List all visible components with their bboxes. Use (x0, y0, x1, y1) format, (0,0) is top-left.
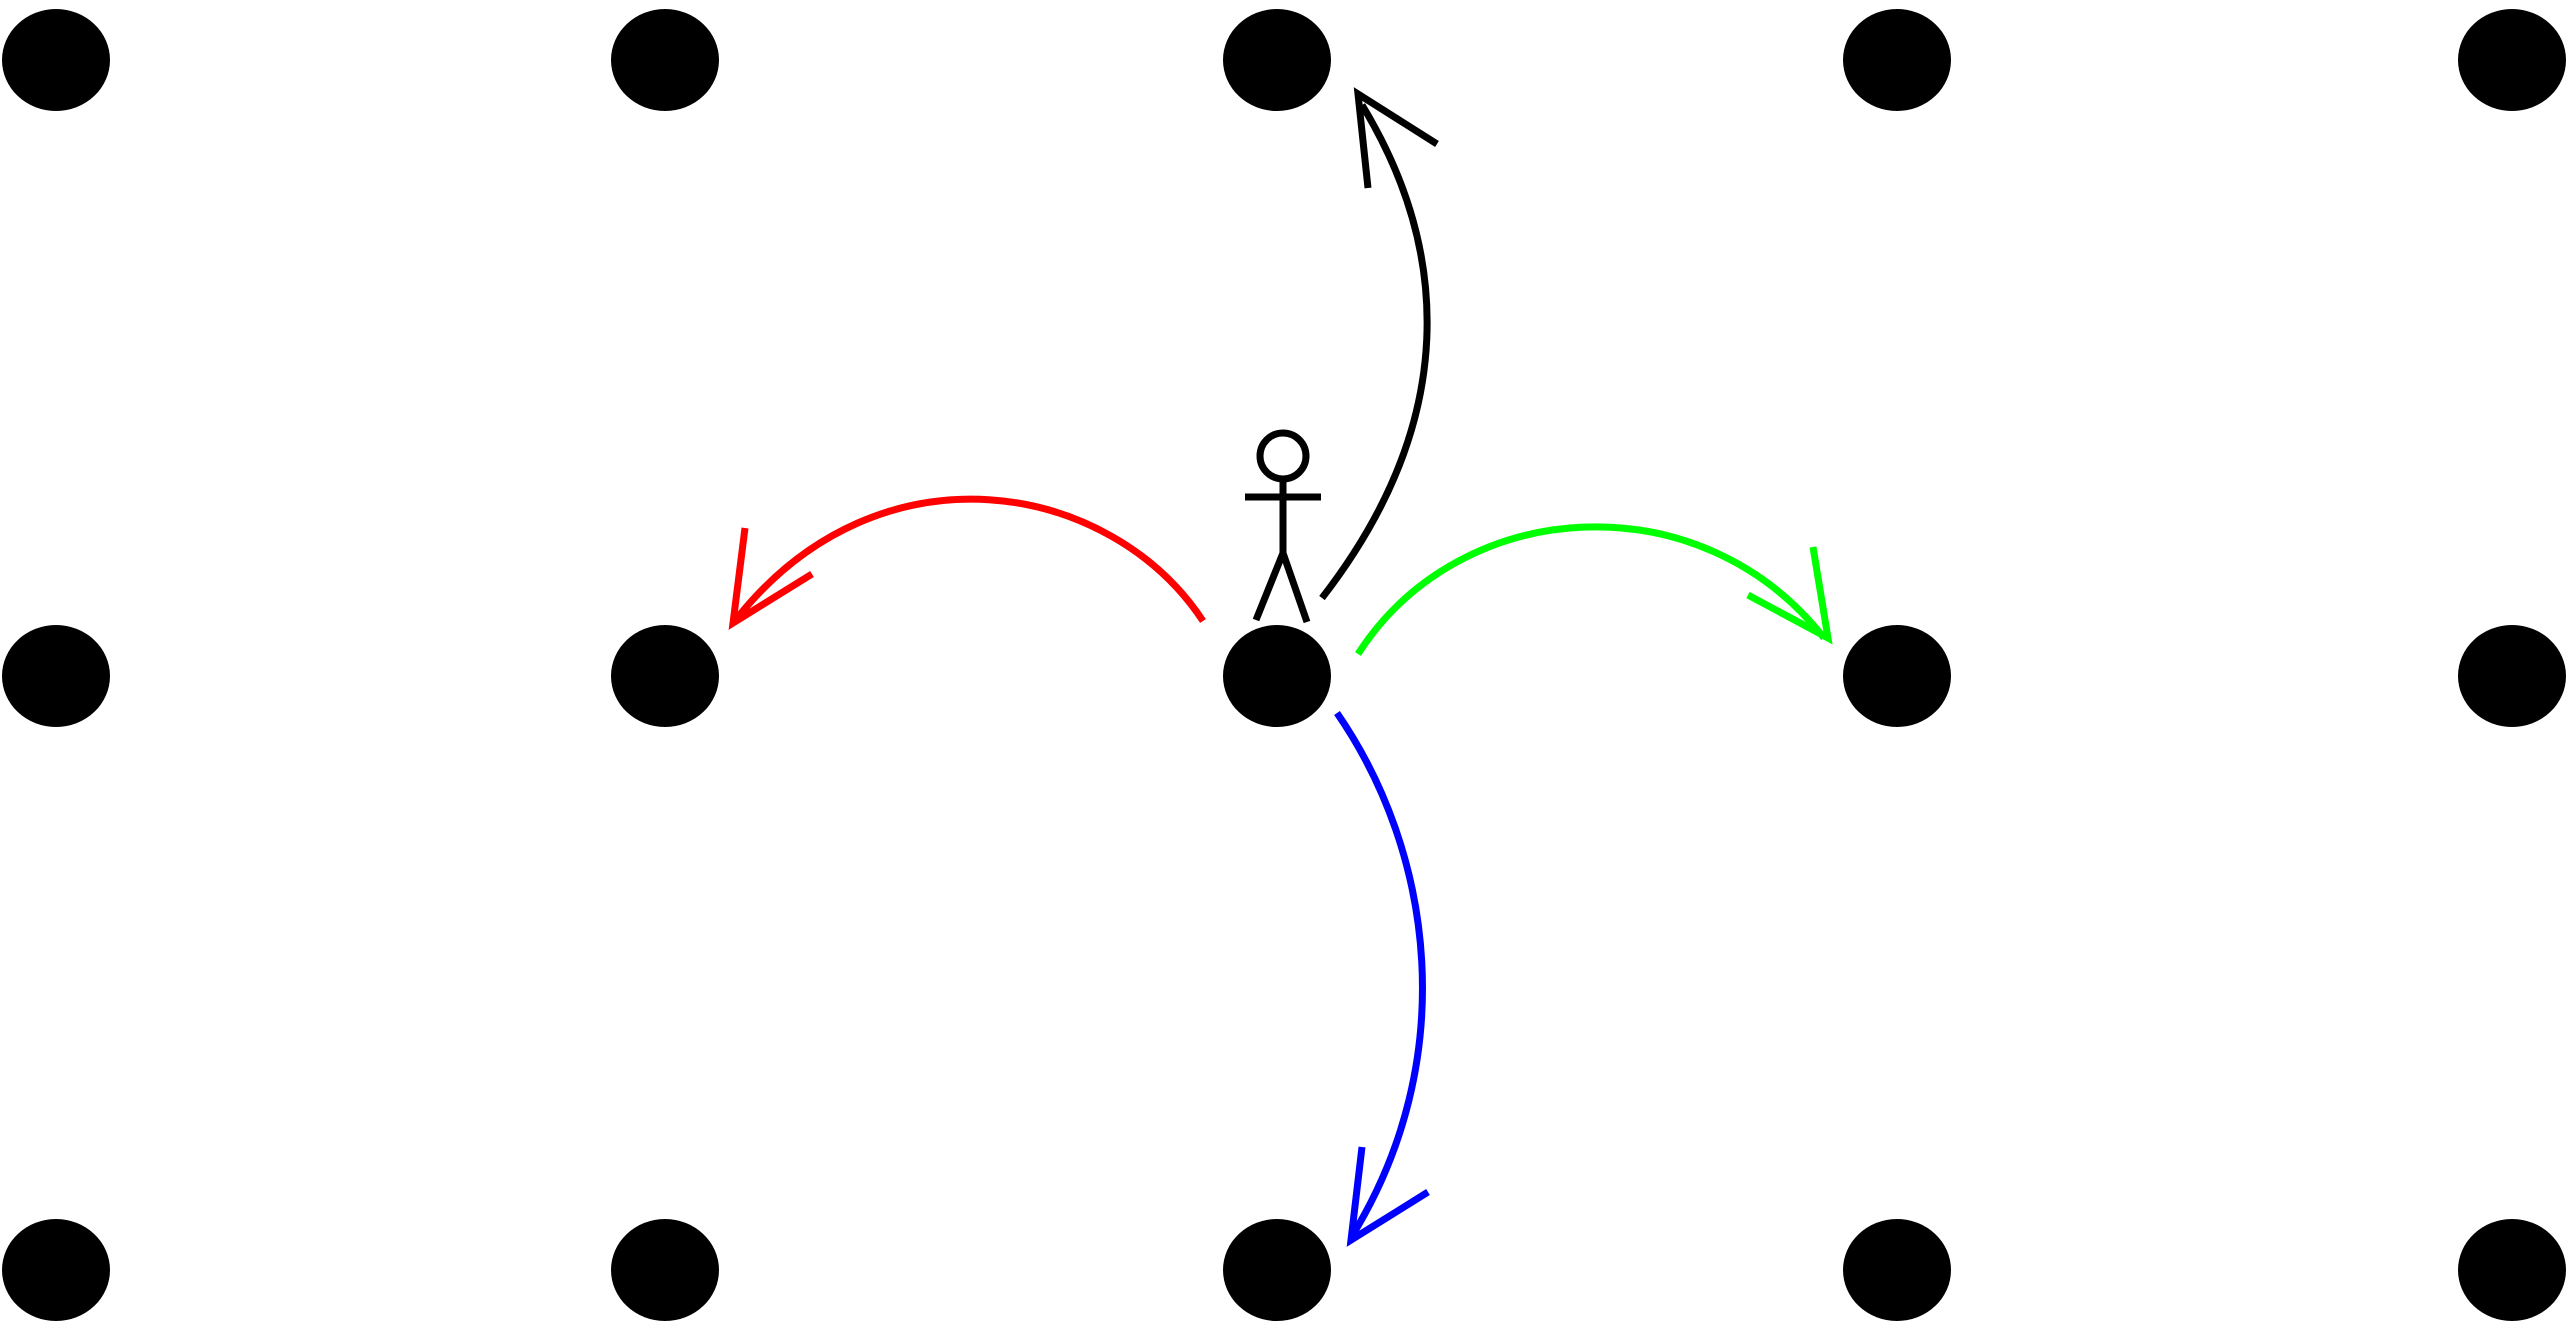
grid-node-r2-c3 (1223, 625, 1331, 727)
grid-nodes (2, 9, 2566, 1321)
grid-node-r3-c1 (2, 1219, 110, 1321)
arrow-up-head-icon (1353, 87, 1439, 189)
arrow-left-curve (735, 495, 1206, 623)
grid-node-r2-c5 (2458, 625, 2566, 727)
grid-node-r1-c1 (2, 9, 110, 111)
grid-node-r2-c1 (2, 625, 110, 727)
grid-node-r1-c2 (611, 9, 719, 111)
grid-node-r1-c5 (2458, 9, 2566, 111)
arrow-left (728, 495, 1206, 630)
move-arrows (728, 87, 1833, 1247)
agent (1245, 429, 1321, 624)
arrow-right-head-icon (1746, 546, 1833, 645)
grid-node-r3-c3 (1223, 1219, 1331, 1321)
arrow-left-head-icon (728, 527, 814, 630)
grid-node-r2-c2 (611, 625, 719, 727)
grid-node-r3-c2 (611, 1219, 719, 1321)
stick-figure-icon (1245, 429, 1321, 624)
arrow-down (1334, 711, 1430, 1247)
arrow-up (1319, 87, 1439, 601)
arrow-up-curve (1319, 103, 1431, 601)
grid-node-r3-c4 (1843, 1219, 1951, 1321)
arrow-right-curve (1355, 523, 1827, 656)
grid-node-r2-c4 (1843, 625, 1951, 727)
arrow-down-curve (1334, 711, 1426, 1238)
grid-node-r1-c3 (1223, 9, 1331, 111)
arrow-right (1355, 523, 1833, 656)
grid-node-r3-c5 (2458, 1219, 2566, 1321)
grid-node-r1-c4 (1843, 9, 1951, 111)
arrow-down-head-icon (1346, 1146, 1430, 1247)
